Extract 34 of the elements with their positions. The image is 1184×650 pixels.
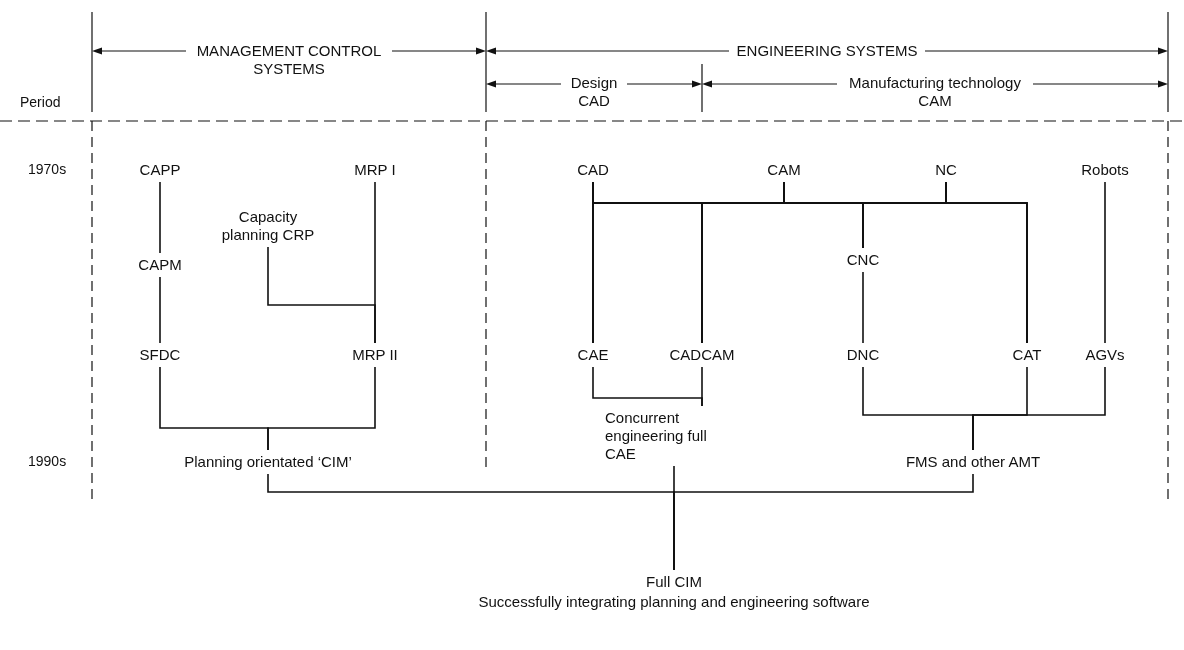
node-label: NC	[935, 160, 957, 180]
connector-line	[673, 473, 974, 571]
node-label: MRP I	[354, 160, 396, 180]
period-label: 1970s	[28, 160, 67, 178]
connector-line	[1104, 181, 1106, 344]
connector-line	[267, 366, 376, 451]
node-label: Capacity planning CRP	[220, 207, 316, 245]
node-label: Planning orientated ‘CIM’	[184, 452, 352, 472]
node-label: SFDC	[139, 345, 181, 365]
node-label: CAM	[767, 160, 801, 180]
period-label: 1990s	[28, 452, 67, 470]
connector-line	[701, 366, 703, 407]
node-label: CAE	[577, 345, 609, 365]
node-label: FMS and other AMT	[905, 452, 1041, 472]
connector-line	[862, 271, 864, 344]
node-label: CAPM	[138, 255, 182, 275]
node-label: CADCAM	[669, 345, 735, 365]
node-label: CAD	[577, 160, 609, 180]
node-label: DNC	[846, 345, 880, 365]
connector-line	[159, 181, 161, 254]
node-label: Robots	[1081, 160, 1129, 180]
node-description: Successfully integrating planning and engineering software	[478, 592, 870, 612]
connector-line	[267, 246, 376, 344]
connector-line	[159, 276, 161, 344]
node-label: Full CIM	[646, 572, 702, 592]
node-label: CAT	[1012, 345, 1042, 365]
node-label: CAPP	[139, 160, 181, 180]
node-label: Concurrent engineering full CAE	[605, 408, 708, 464]
node-label: CNC	[846, 250, 880, 270]
node-label: MRP II	[352, 345, 398, 365]
connector-line	[945, 181, 1028, 344]
connector-line	[972, 366, 1106, 451]
node-label: AGVs	[1085, 345, 1125, 365]
column-heading: Period	[20, 93, 61, 111]
